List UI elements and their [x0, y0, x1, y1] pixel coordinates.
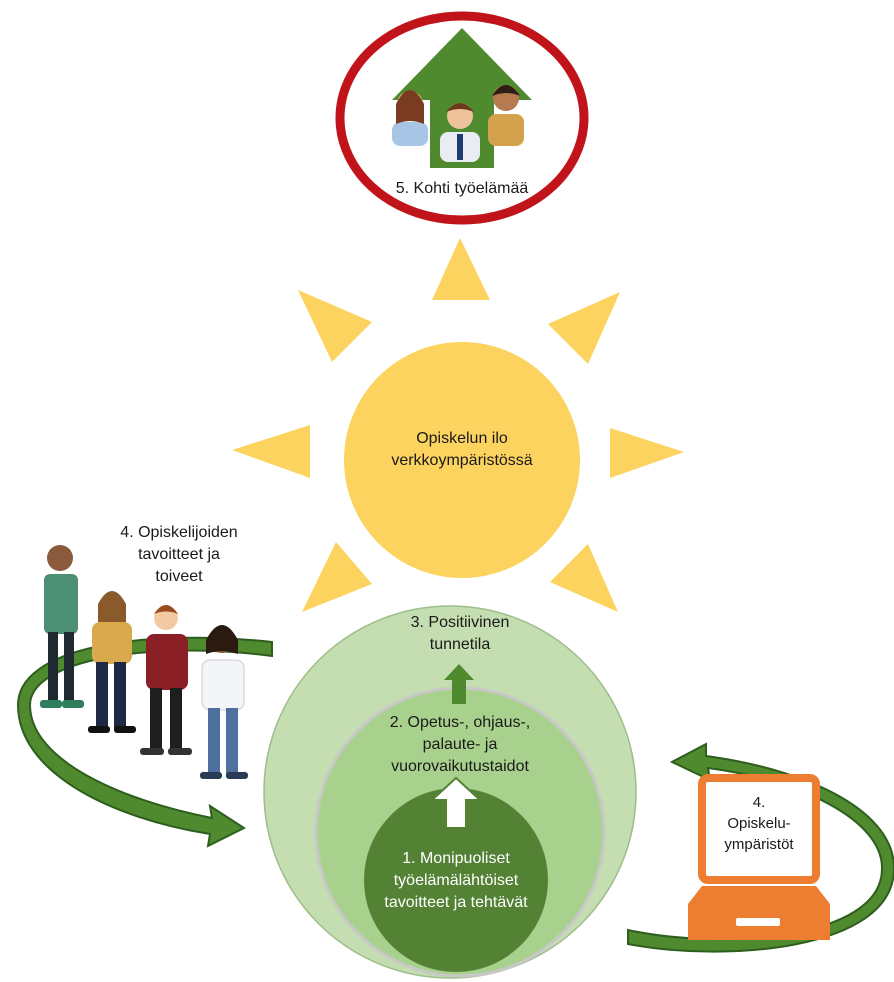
middle-circle-label-line-3: vuorovaikutustaidot: [391, 758, 529, 775]
person-2: [88, 591, 136, 733]
sun-ray-bottom-left: [302, 542, 372, 612]
laptop-label-line-2: Opiskelu-: [727, 815, 791, 832]
top-goal-label-text: 5. Kohti työelämää: [395, 180, 529, 197]
sun-ray-right: [610, 428, 684, 478]
laptop-label-line-1: 4.: [752, 794, 766, 811]
top-goal-arrow: [392, 28, 532, 168]
outer-circle-label-line-1: 3. Positiivinen: [410, 614, 510, 631]
students-icon: [392, 85, 524, 162]
inner-circle-goals: [364, 788, 548, 972]
laptop-icon: [688, 774, 830, 940]
outer-circle-label-line-2: tunnetila: [429, 636, 491, 653]
right-curved-arrow: [627, 742, 894, 953]
inner-circle-label-line-1: 1. Monipuoliset: [402, 850, 510, 867]
sun-label-line-1: Opiskelun ilo: [416, 430, 508, 447]
outer-circle-label: 3. Positiivinen tunnetila: [360, 612, 560, 656]
sun-ray-top-left: [298, 290, 372, 362]
sun-ray-bottom-right: [550, 544, 618, 612]
inner-circle-label-line-2: työelämälähtöiset: [393, 872, 519, 889]
laptop-label: 4. Opiskelu- ympäristöt: [712, 792, 806, 855]
middle-circle-label: 2. Opetus-, ohjaus-, palaute- ja vuorova…: [352, 712, 568, 778]
sun-ray-top: [432, 238, 490, 300]
sun-label: Opiskelun ilo verkkoympäristössä: [362, 428, 562, 472]
middle-circle-label-line-2: palaute- ja: [422, 736, 498, 753]
laptop-label-line-3: ympäristöt: [724, 836, 794, 853]
middle-circle-label-line-1: 2. Opetus-, ohjaus-,: [389, 714, 531, 731]
students-group-illustration: [40, 545, 248, 779]
person-4: [200, 625, 248, 779]
left-group-label-line-2: tavoitteet ja: [138, 546, 220, 563]
up-arrow-solid: [444, 664, 474, 704]
sun-ray-left: [232, 425, 310, 478]
sun-ray-top-right: [548, 292, 620, 364]
left-group-label-line-1: 4. Opiskelijoiden: [120, 524, 238, 541]
left-group-label: 4. Opiskelijoiden tavoitteet ja toiveet: [84, 522, 274, 588]
left-group-label-line-3: toiveet: [155, 568, 203, 585]
left-curved-arrow: [16, 636, 273, 848]
inner-circle-label: 1. Monipuoliset työelämälähtöiset tavoit…: [350, 848, 562, 914]
person-3: [140, 605, 192, 755]
top-goal-group: [335, 11, 589, 225]
up-arrow-outline: [429, 776, 483, 829]
sun-circle: [344, 342, 580, 578]
person-1: [40, 545, 84, 708]
top-goal-label: 5. Kohti työelämää: [352, 178, 572, 200]
sun-rays: [232, 238, 684, 612]
sun-label-line-2: verkkoympäristössä: [391, 452, 533, 469]
inner-circle-label-line-3: tavoitteet ja tehtävät: [384, 894, 528, 911]
